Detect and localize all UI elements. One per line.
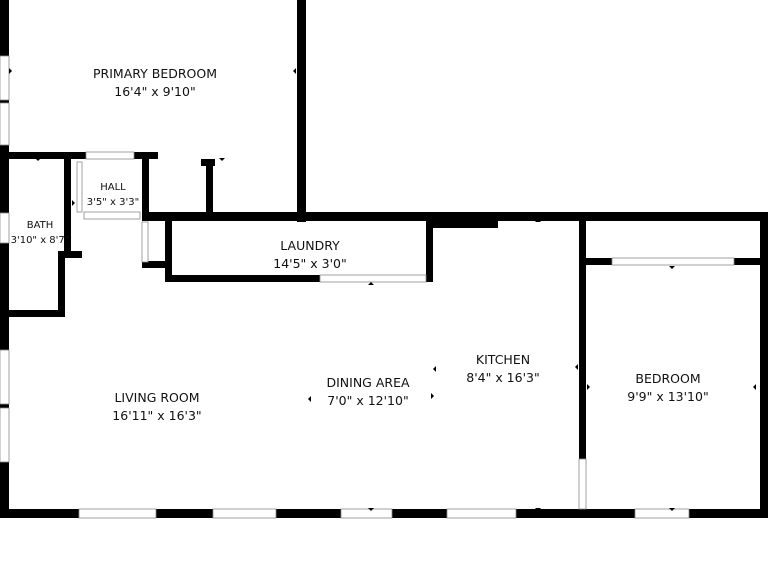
- kitchen-name: KITCHEN: [476, 352, 530, 367]
- laundry-left-wall: [165, 217, 172, 282]
- laundry-side-door: [141, 221, 149, 263]
- wall-ticks: [9, 68, 756, 511]
- laundry-right-wall: [426, 217, 433, 282]
- hall-door-left: [76, 161, 83, 213]
- primary-bedroom-size: 16'4" x 9'10": [114, 84, 195, 99]
- bath-name: BATH: [27, 220, 54, 231]
- tick-4: [296, 214, 302, 217]
- bath-bottom-wall: [0, 310, 65, 317]
- primary-bedroom-right-wall: [297, 0, 306, 222]
- bath-step-wall: [62, 251, 82, 258]
- tick-19: [72, 200, 75, 206]
- window-bottom-1: [78, 508, 157, 519]
- laundry-name: LAUNDRY: [280, 238, 340, 253]
- hall-right-wall: [142, 152, 149, 218]
- hall-name: HALL: [100, 182, 126, 193]
- hall-size: 3'5" x 3'3": [87, 197, 139, 208]
- laundry-left-stub: [142, 261, 172, 268]
- tick-15: [368, 508, 374, 511]
- window-left-4: [0, 349, 10, 405]
- bedroom-name: BEDROOM: [635, 371, 700, 386]
- hall-door-bottom: [83, 211, 141, 220]
- laundry-bottom-wall: [165, 275, 433, 282]
- tick-11: [308, 396, 311, 402]
- tick-17: [669, 508, 675, 511]
- window-bottom-2: [212, 508, 277, 519]
- tick-12: [575, 364, 578, 370]
- window-left-3: [0, 212, 10, 244]
- kitchen-size: 8'4" x 16'3": [466, 370, 539, 385]
- window-left-1: [0, 55, 10, 101]
- bedroom-closet-opening: [611, 257, 735, 266]
- tick-16: [535, 508, 541, 511]
- hall-door-top: [85, 151, 135, 160]
- bedroom-size: 9'9" x 13'10": [627, 389, 708, 404]
- tick-6: [669, 266, 675, 269]
- tick-5: [535, 219, 541, 222]
- tick-1: [293, 68, 296, 74]
- window-left-2: [0, 102, 10, 146]
- bath-right-wall-upper: [64, 159, 71, 258]
- tick-13: [587, 384, 590, 390]
- kitchen-bedroom-divider: [579, 217, 586, 459]
- tick-10: [431, 393, 434, 399]
- bath-size: 3'10" x 8'7": [11, 235, 70, 246]
- laundry-bottom-opening: [319, 274, 427, 283]
- primary-bedroom-name: PRIMARY BEDROOM: [93, 66, 217, 81]
- left-exterior-wall: [0, 0, 9, 518]
- window-bottom-4: [634, 508, 690, 519]
- dining-area-size: 7'0" x 12'10": [327, 393, 408, 408]
- bath-right-wall-lower: [58, 251, 65, 317]
- kitchen-header-wall: [430, 212, 498, 228]
- tick-9: [433, 366, 436, 372]
- bedroom-door-opening: [578, 458, 587, 510]
- tick-8: [368, 282, 374, 285]
- right-exterior-wall: [760, 212, 768, 518]
- tick-3: [35, 158, 41, 161]
- laundry-size: 14'5" x 3'0": [273, 256, 346, 271]
- room-labels: PRIMARY BEDROOM 16'4" x 9'10" HALL 3'5" …: [11, 66, 709, 423]
- tick-20: [9, 68, 12, 74]
- living-room-name: LIVING ROOM: [114, 390, 199, 405]
- closet-side-wall: [206, 159, 213, 217]
- openings: [0, 55, 735, 519]
- living-room-size: 16'11" x 16'3": [112, 408, 201, 423]
- entry-door-opening: [340, 508, 393, 519]
- tick-18: [33, 310, 39, 313]
- window-left-5: [0, 407, 10, 463]
- dining-area-name: DINING AREA: [326, 375, 409, 390]
- window-bottom-3: [446, 508, 517, 519]
- tick-2: [219, 158, 225, 161]
- tick-7: [299, 279, 305, 282]
- tick-14: [753, 384, 756, 390]
- primary-bedroom-bottom-wall-left: [0, 152, 86, 159]
